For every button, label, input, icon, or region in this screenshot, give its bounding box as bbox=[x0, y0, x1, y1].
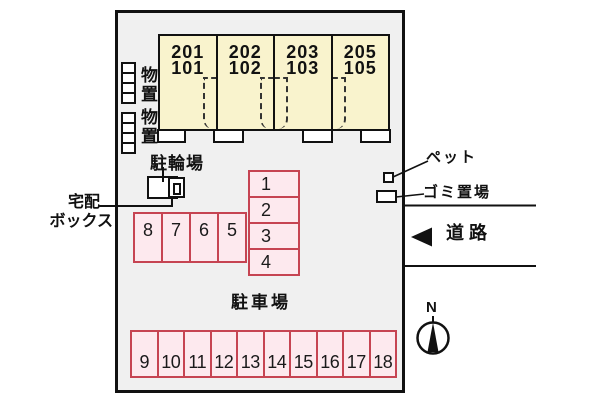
garbage-area-box bbox=[376, 190, 397, 203]
unit-cell-205: 205 105 bbox=[330, 36, 389, 129]
entrance-porch bbox=[360, 129, 391, 143]
parking-space-15: 15 bbox=[289, 330, 318, 378]
entrance-porch bbox=[302, 129, 333, 143]
compass-north-label: N bbox=[426, 299, 437, 316]
unit-number-upper: 202 bbox=[228, 42, 262, 62]
unit-number-upper: 205 bbox=[343, 42, 377, 62]
storage-units-group2 bbox=[121, 112, 136, 154]
parking-space-18: 18 bbox=[368, 330, 397, 378]
storage-label: 物置 bbox=[138, 108, 157, 146]
storage-units-group1 bbox=[121, 62, 136, 104]
entrance-porch bbox=[213, 129, 244, 143]
unit-number-upper: 201 bbox=[171, 42, 205, 62]
parking-space-11: 11 bbox=[183, 330, 212, 378]
unit-number-lower: 103 bbox=[286, 58, 320, 78]
parking-space-4: 4 bbox=[248, 248, 300, 276]
parking-space-9: 9 bbox=[130, 330, 159, 378]
entry-dashed-outline bbox=[332, 77, 346, 129]
bicycle-parking-label: 駐輪場 bbox=[150, 154, 204, 173]
parking-space-17: 17 bbox=[342, 330, 371, 378]
unit-cell-201: 201 101 bbox=[160, 36, 216, 129]
car-parking-label: 駐車場 bbox=[231, 293, 291, 312]
parking-space-8: 8 bbox=[133, 212, 163, 263]
parking-space-10: 10 bbox=[156, 330, 185, 378]
unit-number-lower: 102 bbox=[228, 58, 262, 78]
entry-dashed-outline bbox=[275, 77, 288, 129]
parking-space-14: 14 bbox=[262, 330, 291, 378]
delivery-box-inner bbox=[173, 183, 181, 195]
delivery-box-label-line1: 宅配 bbox=[67, 194, 100, 211]
parking-space-3: 3 bbox=[248, 222, 300, 250]
parking-space-13: 13 bbox=[236, 330, 265, 378]
parking-space-6: 6 bbox=[189, 212, 219, 263]
pet-label: ペット bbox=[426, 149, 478, 166]
parking-middle-row: 8 7 6 5 bbox=[133, 212, 247, 263]
entry-dashed-outline bbox=[202, 77, 216, 129]
unit-number-lower: 101 bbox=[171, 58, 205, 78]
pet-area-box bbox=[383, 172, 394, 183]
storage-box bbox=[121, 142, 136, 154]
entry-dashed-outline bbox=[260, 77, 273, 129]
parking-column: 1 2 3 4 bbox=[248, 170, 300, 276]
delivery-box-label-line2: ボックス bbox=[49, 213, 113, 230]
unit-number-lower: 105 bbox=[343, 58, 377, 78]
delivery-box-label: 宅配 ボックス bbox=[28, 193, 113, 231]
entrance-porch bbox=[157, 129, 186, 143]
parking-space-2: 2 bbox=[248, 196, 300, 224]
parking-space-7: 7 bbox=[161, 212, 191, 263]
road-label: 道路 bbox=[446, 223, 492, 243]
parking-space-12: 12 bbox=[209, 330, 238, 378]
parking-space-1: 1 bbox=[248, 170, 300, 198]
storage-box bbox=[121, 92, 136, 104]
unit-cell-202: 202 102 bbox=[215, 36, 273, 129]
parking-bottom-row: 9 10 11 12 13 14 15 16 17 18 bbox=[130, 330, 397, 378]
compass-icon bbox=[416, 316, 450, 355]
unit-cell-203: 203 103 bbox=[273, 36, 331, 129]
road-arrow-icon bbox=[411, 227, 432, 247]
unit-number-upper: 203 bbox=[286, 42, 320, 62]
parking-space-5: 5 bbox=[217, 212, 247, 263]
parking-space-16: 16 bbox=[315, 330, 344, 378]
garbage-label: ゴミ置場 bbox=[423, 184, 492, 201]
storage-label: 物置 bbox=[138, 66, 157, 104]
apartment-building: 201 101 202 102 203 103 205 105 bbox=[158, 34, 390, 131]
